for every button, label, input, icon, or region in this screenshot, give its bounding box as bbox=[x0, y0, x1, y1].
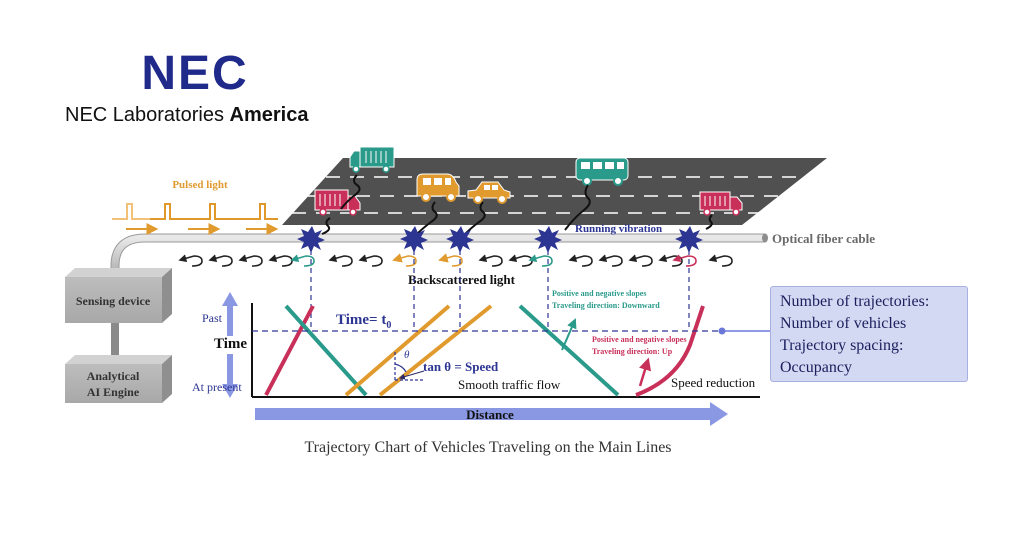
car-icon bbox=[467, 181, 511, 204]
backscatter-arrows bbox=[178, 254, 733, 267]
optical-fiber-cable bbox=[110, 233, 768, 298]
van-icon bbox=[416, 173, 460, 202]
projection-lines bbox=[310, 250, 690, 330]
nec-logo: NEC bbox=[141, 47, 248, 100]
running-vibration-label: Running vibration bbox=[575, 223, 662, 235]
at-present-label: At present bbox=[192, 380, 242, 394]
info-line: Number of vehicles bbox=[780, 315, 907, 332]
sensing-device-label: Sensing device bbox=[76, 294, 151, 308]
pulsed-light-label: Pulsed light bbox=[172, 179, 228, 191]
slopes-up-line1: Positive and negative slopes bbox=[592, 335, 686, 344]
ai-engine-box bbox=[65, 355, 172, 403]
tan-pointer bbox=[398, 370, 425, 380]
pulse-waveform bbox=[112, 203, 278, 220]
optical-fiber-cable-label: Optical fiber cable bbox=[772, 231, 875, 246]
teal-slope-arrow bbox=[561, 318, 577, 351]
trajectory-teal-2 bbox=[518, 304, 620, 397]
slopes-downward-line2: Traveling direction: Downward bbox=[552, 301, 660, 310]
tan-speed-label: tan θ = Speed bbox=[423, 359, 499, 374]
chart-caption: Trajectory Chart of Vehicles Traveling o… bbox=[304, 439, 671, 456]
lab-name: NEC Laboratories America bbox=[65, 104, 309, 126]
distance-label: Distance bbox=[466, 407, 514, 422]
past-label: Past bbox=[202, 311, 223, 325]
truck-icon bbox=[699, 191, 743, 216]
ai-engine-label-line2: AI Engine bbox=[87, 385, 140, 399]
theta-angle bbox=[394, 352, 425, 381]
colored-backscatter-arrows bbox=[290, 253, 697, 267]
theta-label: θ bbox=[404, 349, 410, 361]
slopes-downward-line1: Positive and negative slopes bbox=[552, 289, 646, 298]
trajectory-lines bbox=[264, 304, 705, 397]
info-line: Number of trajectories: bbox=[780, 293, 930, 310]
distance-axis-arrow bbox=[255, 402, 728, 426]
red-slope-arrow bbox=[638, 357, 652, 387]
vibration-star-markers bbox=[297, 226, 703, 253]
truck-icon bbox=[314, 189, 361, 216]
highway bbox=[282, 158, 827, 225]
vibration-squiggles bbox=[321, 174, 713, 235]
time-axis-arrow bbox=[222, 292, 238, 398]
bus-icon bbox=[575, 157, 629, 186]
trajectory-teal-1 bbox=[284, 304, 368, 397]
info-connector-dot bbox=[718, 327, 726, 335]
trajectory-orange-2 bbox=[378, 304, 493, 397]
nec-logo-text: NEC bbox=[141, 47, 248, 100]
trajectory-red-curve bbox=[635, 305, 705, 397]
slopes-up-line2: Traveling direction: Up bbox=[592, 347, 673, 356]
sensing-device-box bbox=[65, 268, 172, 323]
smooth-traffic-flow-label: Smooth traffic flow bbox=[458, 377, 561, 392]
trajectory-red-1 bbox=[264, 305, 315, 396]
time-t0-label: Time= t0 bbox=[336, 312, 391, 331]
truck-icon bbox=[349, 146, 395, 173]
backscattered-light-label: Backscattered light bbox=[408, 272, 516, 287]
ai-engine-label-line1: Analytical bbox=[87, 369, 140, 383]
speed-reduction-label: Speed reduction bbox=[671, 375, 756, 390]
trajectory-orange-1 bbox=[344, 304, 451, 397]
info-line: Occupancy bbox=[780, 359, 852, 376]
info-box: Number of trajectories: Number of vehicl… bbox=[770, 286, 968, 382]
info-line: Trajectory spacing: bbox=[780, 337, 904, 354]
time-label: Time bbox=[214, 336, 247, 352]
